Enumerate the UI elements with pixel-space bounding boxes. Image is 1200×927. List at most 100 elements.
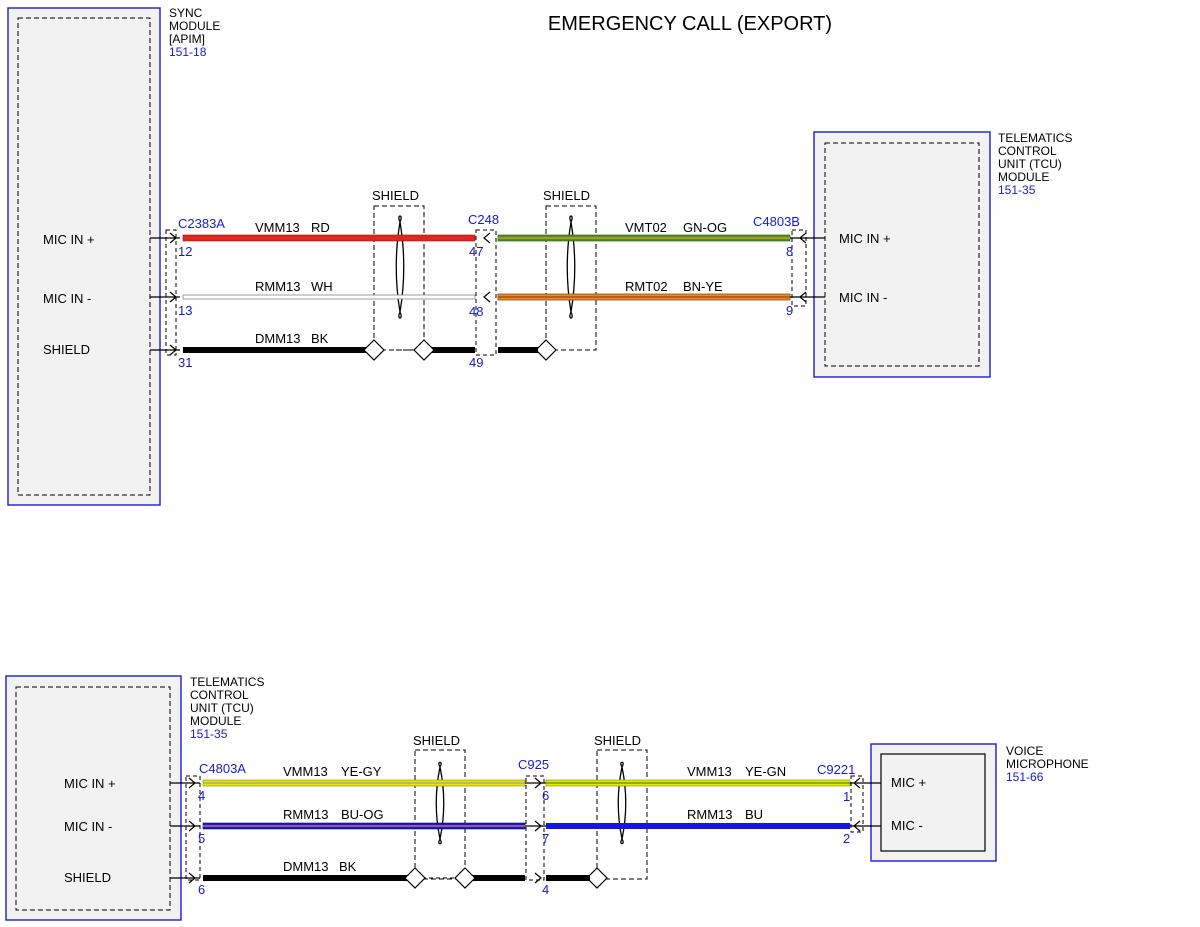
mic-pin-minus: MIC - — [891, 818, 923, 833]
tcu-top-name-line-2: CONTROL — [998, 144, 1057, 158]
tcu-module-bottom-box — [5, 675, 182, 921]
wire-color-label: BU-OG — [341, 807, 384, 822]
pin-label: 49 — [469, 355, 483, 370]
voice-microphone-box — [870, 743, 997, 862]
wire-shield-drain-top-right — [498, 347, 538, 353]
connector-c4803a-outline — [185, 775, 201, 881]
pin-label: 31 — [178, 355, 192, 370]
sync-pin-stubs — [150, 232, 180, 356]
sync-module-block: SYNC MODULE [APIM] 151-18 MIC IN + MIC I… — [7, 6, 220, 506]
tcu-bottom-pin-mic-in-plus: MIC IN + — [64, 776, 116, 791]
sync-pin-shield: SHIELD — [43, 342, 90, 357]
pin-label: 1 — [843, 789, 850, 804]
mic-name-line-1: VOICE — [1006, 744, 1043, 758]
shield-top-right-twist — [566, 215, 576, 319]
wire-rmm13-bu — [546, 823, 850, 829]
connector-c9221-outline — [850, 775, 864, 833]
tcu-top-name-line-3: UNIT (TCU) — [998, 157, 1062, 171]
wire-color-label: BK — [339, 859, 357, 874]
wire-color-label: GN-OG — [683, 220, 727, 235]
connector-c4803a-label: C4803A — [199, 761, 246, 776]
mic-name-line-2: MICROPHONE — [1006, 757, 1089, 771]
tcu-bottom-pin-mic-in-minus: MIC IN - — [64, 819, 112, 834]
shield-top-drain-diamonds — [363, 339, 557, 361]
pin-label: 9 — [786, 303, 793, 318]
circuit-label: VMM13 — [283, 764, 328, 779]
pin-label: 4 — [198, 788, 205, 803]
pin-label: 6 — [542, 788, 549, 803]
tcu-bottom-ref: 151-35 — [190, 727, 228, 741]
tcu-module-top-inner-outline — [824, 142, 980, 367]
shield-top-left-label: SHIELD — [372, 188, 419, 203]
connector-c2383a-outline — [165, 229, 177, 356]
sync-module-inner-outline — [17, 17, 151, 496]
wire-dmm13-bk-bottom — [203, 875, 525, 881]
pin-label: 48 — [469, 304, 483, 319]
tcu-top-name-line-1: TELEMATICS — [998, 131, 1072, 145]
wire-color-label: YE-GY — [341, 764, 382, 779]
circuit-label: RMM13 — [255, 279, 301, 294]
shield-top-right-outline — [545, 205, 597, 351]
sync-module-name-line-1: SYNC — [169, 6, 203, 20]
pin-label: 4 — [542, 882, 549, 897]
shield-bottom-right-label: SHIELD — [594, 733, 641, 748]
pin-label: 7 — [542, 831, 549, 846]
shield-bottom-right-outline — [596, 749, 648, 880]
wire-color-label: BK — [311, 331, 329, 346]
pin-label: 2 — [843, 831, 850, 846]
tcu-bottom-name-line-2: CONTROL — [190, 688, 249, 702]
shield-bottom-drain-diamonds — [404, 867, 608, 889]
tcu-top-pin-mic-in-minus: MIC IN - — [839, 290, 887, 305]
connector-c4803b-label: C4803B — [753, 214, 800, 229]
diagram-title: EMERGENCY CALL (EXPORT) — [548, 13, 832, 35]
wire-vmm13-rd-top — [182, 234, 476, 242]
circuit-label: RMT02 — [625, 279, 668, 294]
pin-label: 8 — [786, 244, 793, 259]
shield-top-right-label: SHIELD — [543, 188, 590, 203]
wire-vmm13-ye-gn — [545, 779, 851, 787]
connector-c248-label: C248 — [468, 212, 499, 227]
connector-c925-outline — [525, 775, 545, 881]
circuit-label: RMM13 — [687, 807, 733, 822]
shield-top-left-twist — [395, 215, 405, 319]
circuit-label: DMM13 — [255, 331, 301, 346]
c925-arrows — [525, 777, 546, 884]
pin-label: 6 — [198, 882, 205, 897]
circuit-label: DMM13 — [283, 859, 329, 874]
connector-c4803b-outline — [791, 229, 807, 307]
sync-module-ref: 151-18 — [169, 45, 207, 59]
tcu-bottom-name-line-3: UNIT (TCU) — [190, 701, 254, 715]
wire-color-label: WH — [311, 279, 333, 294]
sync-module-name-line-3: [APIM] — [169, 32, 205, 46]
circuit-label: VMM13 — [255, 220, 300, 235]
connector-c9221-label: C9221 — [817, 762, 855, 777]
tcu-top-name-line-4: MODULE — [998, 170, 1049, 184]
c248-arrows — [483, 232, 491, 303]
wire-color-label: BU — [745, 807, 763, 822]
tcu-top-pin-stubs — [790, 232, 825, 303]
shield-bottom-left-outline — [414, 749, 466, 880]
sync-pin-mic-in-minus: MIC IN - — [43, 291, 91, 306]
tcu-bottom-name-line-4: MODULE — [190, 714, 241, 728]
wire-rmt02-bn-ye — [497, 293, 791, 301]
tcu-top-pin-mic-in-plus: MIC IN + — [839, 231, 891, 246]
pin-label: 12 — [178, 244, 192, 259]
wire-color-label: YE-GN — [745, 764, 786, 779]
pin-label: 13 — [178, 303, 192, 318]
connector-c925-label: C925 — [518, 757, 549, 772]
mic-ref: 151-66 — [1006, 770, 1044, 784]
sync-pin-mic-in-plus: MIC IN + — [43, 232, 95, 247]
pin-label: 47 — [469, 244, 483, 259]
circuit-label: RMM13 — [283, 807, 329, 822]
tcu-bottom-name-line-1: TELEMATICS — [190, 675, 264, 689]
wire-rmm13-bu-og — [202, 822, 526, 830]
tcu-bottom-pin-shield: SHIELD — [64, 870, 111, 885]
connector-c2383a-label: C2383A — [178, 216, 225, 231]
voice-microphone-block: VOICE MICROPHONE 151-66 MIC + MIC - — [870, 743, 1089, 862]
tcu-module-top-block: TELEMATICS CONTROL UNIT (TCU) MODULE 151… — [813, 131, 1072, 378]
tcu-module-top-box — [813, 131, 991, 378]
tcu-module-bottom-block: TELEMATICS CONTROL UNIT (TCU) MODULE 151… — [5, 675, 264, 921]
wire-rmm13-wh-top — [182, 294, 476, 300]
shield-bottom-left-label: SHIELD — [413, 733, 460, 748]
